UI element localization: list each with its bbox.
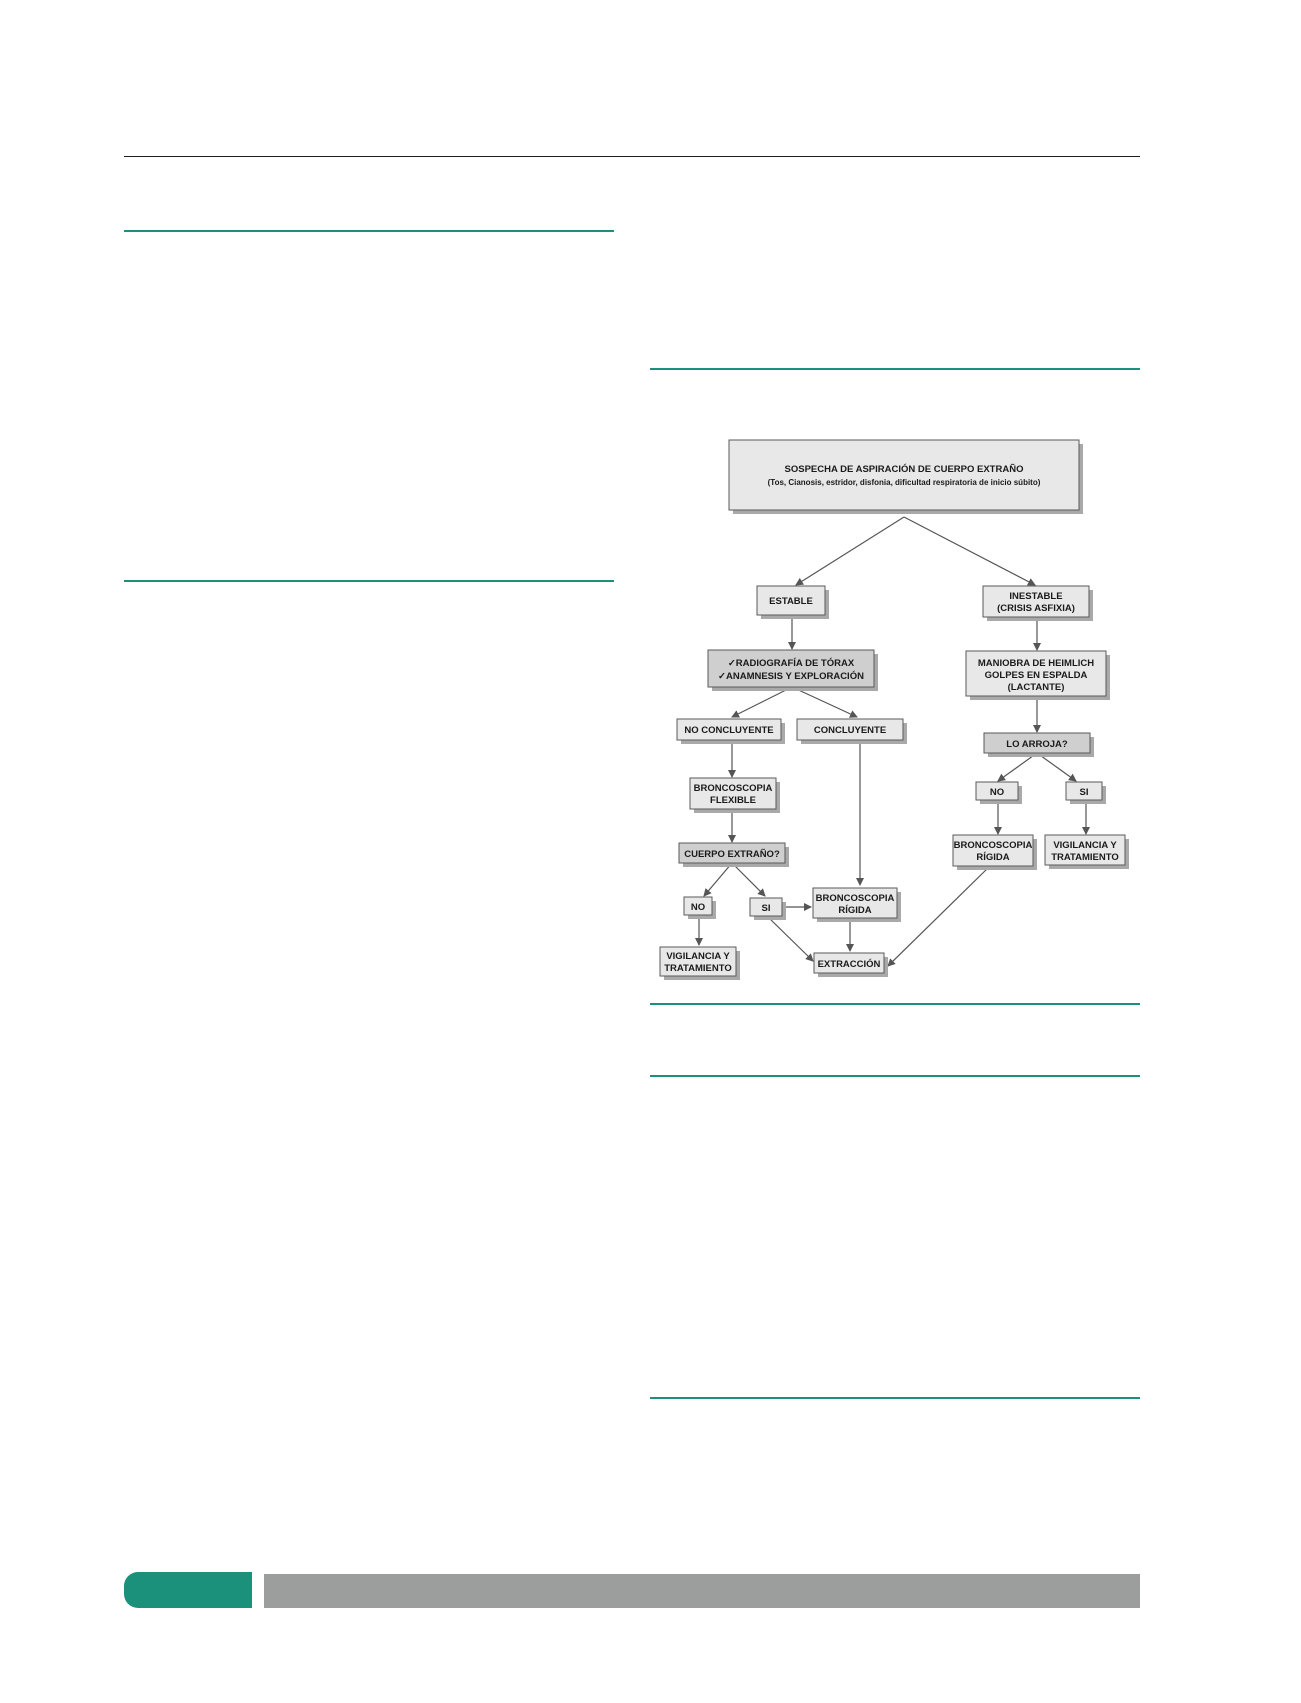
section-rule-left-2	[124, 580, 614, 582]
section-rule-right-2	[650, 1397, 1140, 1399]
arrow-start-to-inestable	[903, 516, 1036, 586]
figure-top-rule	[650, 368, 1140, 370]
estable-label: ESTABLE	[769, 596, 813, 607]
extraccion-label: EXTRACCIÓN	[818, 958, 881, 970]
estable-node: ESTABLE	[756, 585, 829, 619]
radiografia-label-1: ✓RADIOGRAFÍA DE TÓRAX	[728, 657, 855, 669]
broncoscopia-rigida-right-label-2: RÍGIDA	[976, 852, 1009, 863]
footer-page-tab	[124, 1572, 252, 1608]
vigilancia-left-label-2: TRATAMIENTO	[664, 963, 732, 974]
start-title: SOSPECHA DE ASPIRACIÓN DE CUERPO EXTRAÑO	[785, 463, 1024, 475]
broncoscopia-rigida-center-label-1: BRONCOSCOPIA	[816, 893, 895, 904]
radiografia-node: ✓RADIOGRAFÍA DE TÓRAX ✓ANAMNESIS Y EXPLO…	[707, 649, 878, 691]
broncoscopia-flexible-label-1: BRONCOSCOPIA	[694, 783, 773, 794]
broncoscopia-flexible-label-2: FLEXIBLE	[710, 795, 756, 806]
maniobra-node: MANIOBRA DE HEIMLICH GOLPES EN ESPALDA (…	[965, 650, 1110, 700]
arrow-lo-arroja-to-si	[1036, 752, 1077, 782]
vigilancia-right-label-2: TRATAMIENTO	[1051, 852, 1119, 863]
arrow-si-to-extraccion	[767, 916, 814, 962]
cuerpo-extrano-node: CUERPO EXTRAÑO?	[678, 842, 789, 867]
arrow-radiografia-to-no-concluyente	[731, 686, 793, 718]
cuerpo-extrano-label: CUERPO EXTRAÑO?	[684, 849, 780, 860]
vigilancia-left-node: VIGILANCIA Y TRATAMIENTO	[659, 946, 740, 980]
maniobra-label-1: MANIOBRA DE HEIMLICH	[978, 658, 1094, 669]
concluyente-node: CONCLUYENTE	[796, 718, 907, 744]
inestable-label-1: INESTABLE	[1009, 591, 1062, 602]
arrow-cuerpo-extrano-to-si	[731, 862, 766, 897]
arrow-lo-arroja-to-no	[997, 752, 1038, 782]
lo-arroja-node: LO ARROJA?	[983, 732, 1094, 757]
maniobra-label-2: GOLPES EN ESPALDA	[985, 670, 1088, 681]
start-node: SOSPECHA DE ASPIRACIÓN DE CUERPO EXTRAÑO…	[728, 439, 1083, 514]
maniobra-label-3: (LACTANTE)	[1008, 682, 1065, 693]
no-concluyente-label: NO CONCLUYENTE	[684, 725, 773, 736]
lo-arroja-label: LO ARROJA?	[1006, 739, 1068, 750]
flowchart: SOSPECHA DE ASPIRACIÓN DE CUERPO EXTRAÑO…	[650, 420, 1140, 995]
figure-bottom-rule	[650, 1003, 1140, 1005]
inestable-label-2: (CRISIS ASFIXIA)	[997, 603, 1075, 614]
no-right-label: NO	[990, 787, 1004, 798]
broncoscopia-rigida-right-node: BRONCOSCOPIA RÍGIDA	[952, 834, 1037, 870]
broncoscopia-rigida-right-label-1: BRONCOSCOPIA	[954, 840, 1033, 851]
arrow-start-to-estable	[795, 516, 905, 586]
header-rule	[124, 156, 1140, 157]
arrow-radiografia-to-concluyente	[791, 686, 858, 718]
vigilancia-left-label-1: VIGILANCIA Y	[666, 951, 730, 962]
si-left-label: SI	[762, 903, 771, 914]
arrow-cuerpo-extrano-to-no	[703, 862, 733, 897]
inestable-node: INESTABLE (CRISIS ASFIXIA)	[982, 585, 1093, 621]
no-right-node: NO	[975, 781, 1022, 804]
si-right-label: SI	[1080, 787, 1089, 798]
broncoscopia-flexible-node: BRONCOSCOPIA FLEXIBLE	[689, 777, 780, 813]
no-left-node: NO	[683, 896, 716, 919]
no-left-label: NO	[691, 902, 705, 913]
section-rule-left-1	[124, 230, 614, 232]
broncoscopia-rigida-center-label-2: RÍGIDA	[838, 905, 871, 916]
vigilancia-right-label-1: VIGILANCIA Y	[1053, 840, 1117, 851]
concluyente-label: CONCLUYENTE	[814, 725, 886, 736]
flowchart-arrows	[695, 516, 1090, 967]
no-concluyente-node: NO CONCLUYENTE	[676, 718, 785, 744]
start-subtitle: (Tos, Cianosis, estridor, disfonia, difi…	[768, 478, 1041, 487]
vigilancia-right-node: VIGILANCIA Y TRATAMIENTO	[1044, 834, 1129, 869]
flowchart-svg: SOSPECHA DE ASPIRACIÓN DE CUERPO EXTRAÑO…	[659, 439, 1129, 980]
footer-bar	[264, 1574, 1140, 1608]
broncoscopia-rigida-center-node: BRONCOSCOPIA RÍGIDA	[812, 887, 901, 922]
si-right-node: SI	[1065, 781, 1106, 804]
radiografia-label-2: ✓ANAMNESIS Y EXPLORACIÓN	[718, 670, 864, 682]
extraccion-node: EXTRACCIÓN	[813, 952, 888, 977]
arrow-broncoscopia-rigida-right-to-extraccion	[887, 865, 991, 967]
si-left-node: SI	[749, 897, 786, 920]
section-rule-right-1	[650, 1075, 1140, 1077]
